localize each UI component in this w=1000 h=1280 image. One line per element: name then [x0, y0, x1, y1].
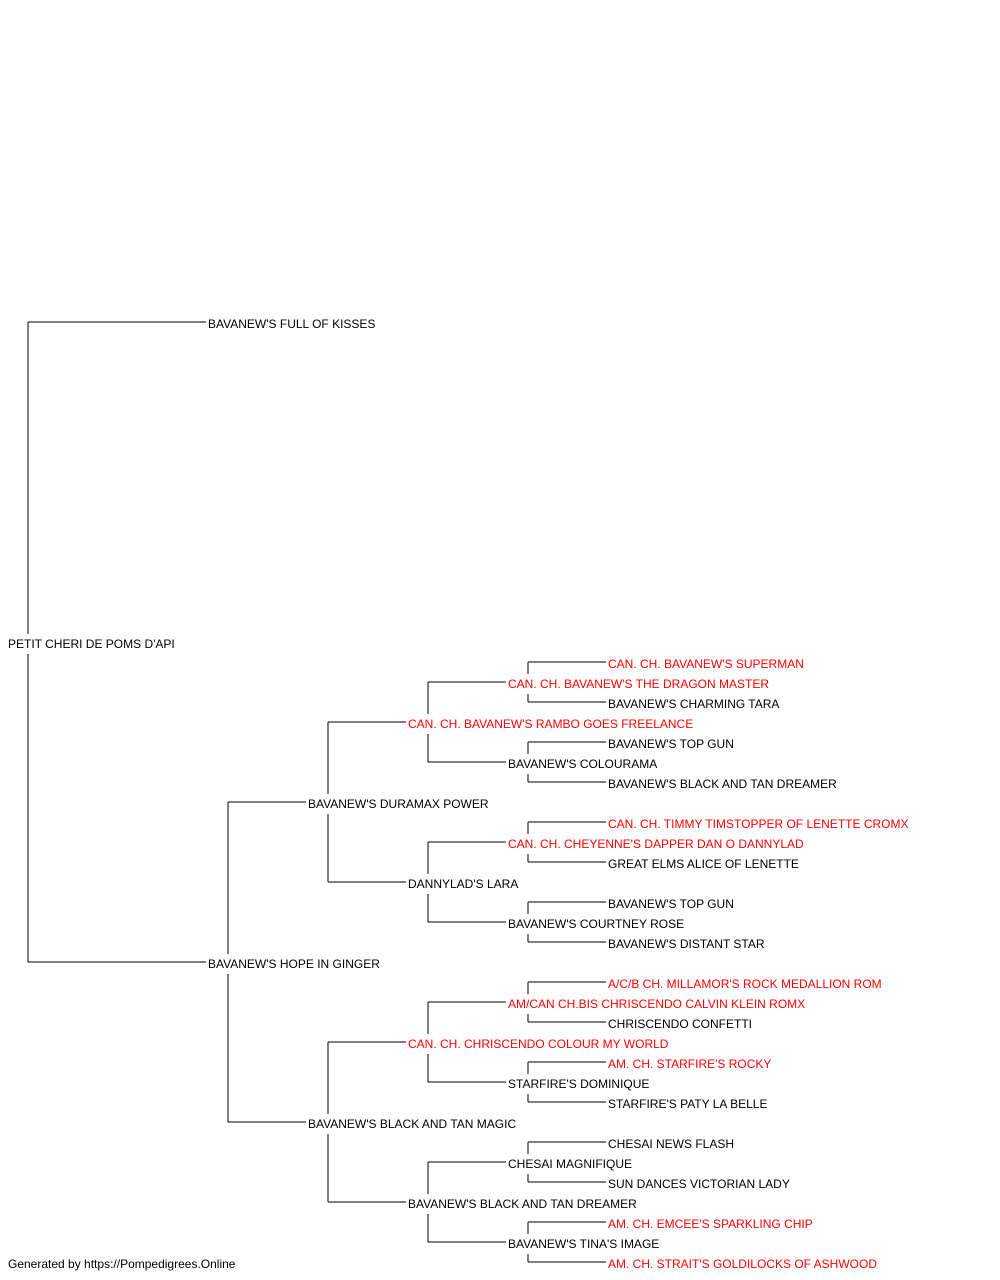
- pedigree-dog-ddds: CHESAI MAGNIFIQUE: [508, 1157, 633, 1171]
- pedigree-dog-dssss: CAN. CH. BAVANEW'S SUPERMAN: [608, 657, 804, 671]
- pedigree-dog-dds: CAN. CH. CHRISCENDO COLOUR MY WORLD: [408, 1037, 669, 1051]
- pedigree-dog-dsdsd: GREAT ELMS ALICE OF LENETTE: [608, 857, 799, 871]
- pedigree-dog-dssdd: BAVANEW'S BLACK AND TAN DREAMER: [608, 777, 837, 791]
- pedigree-dog-dddss: CHESAI NEWS FLASH: [608, 1137, 735, 1151]
- pedigree-dog-dssd: BAVANEW'S COLOURAMA: [508, 757, 658, 771]
- pedigree-dog-ds: BAVANEW'S DURAMAX POWER: [308, 797, 489, 811]
- pedigree-dog-ddsds: AM. CH. STARFIRE'S ROCKY: [608, 1057, 772, 1071]
- pedigree-dog-dsdds: BAVANEW'S TOP GUN: [608, 897, 734, 911]
- pedigree-dog-d: BAVANEW'S HOPE IN GINGER: [208, 957, 380, 971]
- pedigree-dog-ddssd: CHRISCENDO CONFETTI: [608, 1017, 752, 1031]
- pedigree-dog-dssds: BAVANEW'S TOP GUN: [608, 737, 734, 751]
- pedigree-dog-dddd: BAVANEW'S TINA'S IMAGE: [508, 1237, 660, 1251]
- pedigree-dog-root: PETIT CHERI DE POMS D'API: [8, 637, 175, 651]
- pedigree-dog-dss: CAN. CH. BAVANEW'S RAMBO GOES FREELANCE: [408, 717, 694, 731]
- pedigree-dog-ddddd: AM. CH. STRAIT'S GOLDILOCKS OF ASHWOOD: [608, 1257, 877, 1271]
- pedigree-dog-dsdss: CAN. CH. TIMMY TIMSTOPPER OF LENETTE CRO…: [608, 817, 909, 831]
- pedigree-dog-dsds: CAN. CH. CHEYENNE'S DAPPER DAN O DANNYLA…: [508, 837, 804, 851]
- pedigree-dog-ddss: AM/CAN CH.BIS CHRISCENDO CALVIN KLEIN RO…: [508, 997, 806, 1011]
- generated-by-footer: Generated by https://Pompedigrees.Online: [8, 1257, 236, 1271]
- pedigree-dog-dddsd: SUN DANCES VICTORIAN LADY: [608, 1177, 790, 1191]
- pedigree-dog-ddsdd: STARFIRE'S PATY LA BELLE: [608, 1097, 768, 1111]
- pedigree-dog-ddsd: STARFIRE'S DOMINIQUE: [508, 1077, 650, 1091]
- pedigree-dog-s: BAVANEW'S FULL OF KISSES: [208, 317, 376, 331]
- pedigree-dog-dsdd: BAVANEW'S COURTNEY ROSE: [508, 917, 685, 931]
- pedigree-dog-dsssd: BAVANEW'S CHARMING TARA: [608, 697, 780, 711]
- pedigree-dog-dsss: CAN. CH. BAVANEW'S THE DRAGON MASTER: [508, 677, 769, 691]
- pedigree-dog-dd: BAVANEW'S BLACK AND TAN MAGIC: [308, 1117, 517, 1131]
- pedigree-dog-dddds: AM. CH. EMCEE'S SPARKLING CHIP: [608, 1217, 813, 1231]
- pedigree-dog-dsddd: BAVANEW'S DISTANT STAR: [608, 937, 765, 951]
- pedigree-dog-ddsss: A/C/B CH. MILLAMOR'S ROCK MEDALLION ROM: [608, 977, 882, 991]
- pedigree-dog-ddd: BAVANEW'S BLACK AND TAN DREAMER: [408, 1197, 637, 1211]
- pedigree-dog-dsd: DANNYLAD'S LARA: [408, 877, 519, 891]
